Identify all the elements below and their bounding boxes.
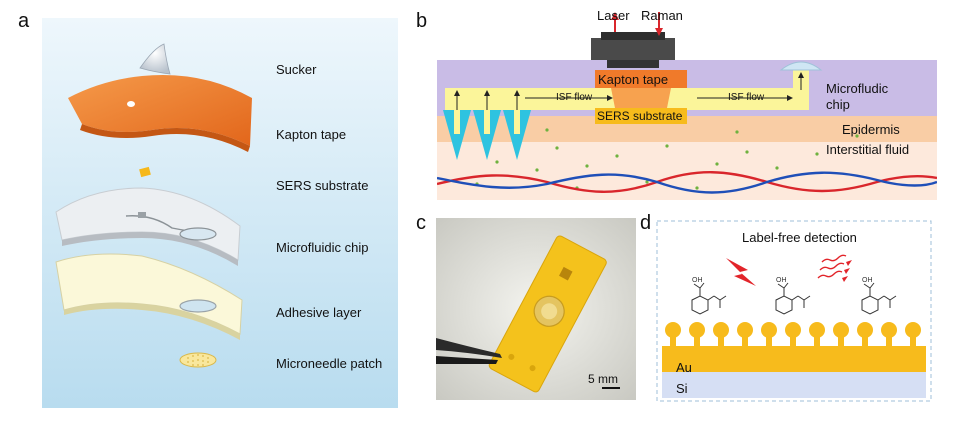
device-cross-section [437,12,937,200]
label-kapton-tape-b: Kapton tape [598,72,669,87]
sucker-shape [139,43,171,75]
scale-label: 5 mm [588,372,618,386]
kapton-tape-shape [68,74,252,146]
molecule-oh-label: OH [776,277,787,284]
panel-letter-b: b [416,10,428,32]
panel-letter-d: d [640,212,652,234]
label-sucker: Sucker [276,62,317,77]
sers-substrate-shape [139,166,151,178]
device-photo [436,218,636,400]
label-au: Au [676,360,692,375]
au-layer [662,346,926,372]
label-interstitial-fluid: Interstitial fluid [826,142,910,157]
label-microneedle-patch: Microneedle patch [276,356,383,371]
kapton-tape-block [595,70,687,88]
au-nanopillars [665,322,921,348]
label-microfluidic-chip-b-line1: Microfludic [826,81,889,96]
label-raman: Raman [641,8,683,23]
tweezers [436,338,502,358]
label-epidermis: Epidermis [842,122,900,137]
microneedles [443,110,531,160]
label-si: Si [676,381,688,396]
label-sers-substrate-b: SERS substrate [597,109,683,123]
label-free-detection-title: Label-free detection [742,230,857,245]
label-sers-substrate: SERS substrate [276,178,369,193]
label-adhesive-layer: Adhesive layer [276,305,362,320]
label-isf-flow-left: ISF flow [556,92,593,103]
blood-vessel-blue [437,171,937,194]
sers-substrate-block [595,108,687,124]
molecule-oh-label: OH [862,277,873,284]
panel-letter-a: a [18,10,30,32]
label-laser: Laser [597,8,630,23]
molecule [691,282,727,315]
label-kapton-tape: Kapton tape [276,127,347,142]
exploded-view [42,18,398,408]
label-isf-flow-right: ISF flow [728,92,765,103]
raman-scatter-icon [817,254,847,279]
molecule [775,282,811,315]
laser-head [591,38,675,60]
panel-letter-c: c [416,212,426,234]
si-layer [662,372,926,398]
label-microfluidic-chip-b-line2: chip [826,97,850,112]
label-microfluidic-chip: Microfluidic chip [276,240,369,255]
blood-vessel-red [437,171,937,193]
detection-schematic: OH OH OH [656,220,932,402]
molecule [861,282,897,315]
molecule-oh-label: OH [692,277,703,284]
excitation-bolt-icon [726,258,756,286]
